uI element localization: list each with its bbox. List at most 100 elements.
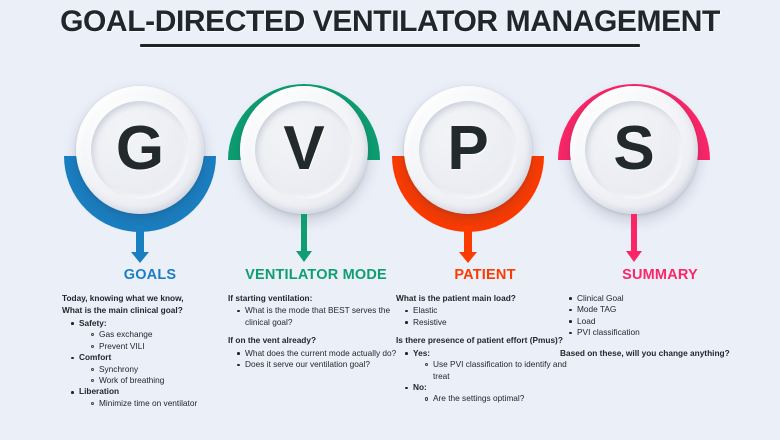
list-item: Safety: Gas exchange Prevent VILI <box>71 318 238 352</box>
goals-sub-label: Work of breathing <box>99 375 165 385</box>
disc-inner-face: P <box>419 101 517 199</box>
patient-item-label: No: <box>413 382 427 392</box>
list-item: Resistive <box>405 317 574 328</box>
list-item: What is the mode that BEST serves the cl… <box>237 305 404 328</box>
summary-bullet: Mode TAG <box>577 304 617 315</box>
goals-sublist: Gas exchange Prevent VILI <box>79 329 238 352</box>
list-item: Use PVI classification to identify and t… <box>425 359 574 382</box>
badge-summary[interactable]: S <box>546 80 722 270</box>
arrow-down-icon-summary <box>626 214 642 262</box>
goals-sub-label: Synchrony <box>99 363 139 374</box>
column-body-summary: Clinical Goal Mode TAG Load PVI classifi… <box>560 293 760 359</box>
badge-ventilator-mode[interactable]: V <box>216 80 392 270</box>
disc-outer-ring: V <box>240 86 368 214</box>
goals-sub-label: Minimize time on ventilator <box>99 397 198 408</box>
disc-summary: S <box>570 86 698 214</box>
column-body-patient: What is the patient main load? Elastic R… <box>396 293 574 405</box>
column-heading-summary: SUMMARY <box>622 267 698 283</box>
summary-closing-question: Based on these, will you change anything… <box>560 347 730 358</box>
columns-row: GOALS Today, knowing what we know, What … <box>0 267 780 440</box>
disc-outer-ring: P <box>404 86 532 214</box>
arc-goals <box>64 156 216 232</box>
patient-sub-label: Are the settings optimal? <box>433 393 525 404</box>
summary-bullet: Load <box>577 315 596 326</box>
badge-patient[interactable]: P <box>380 80 556 270</box>
vent-lead-line-1: If starting ventilation: <box>228 292 313 303</box>
column-heading-ventilator-mode: VENTILATOR MODE <box>245 267 387 283</box>
list-item: Mode TAG <box>569 304 760 315</box>
vent-lead-line-2: If on the vent already? <box>228 335 317 346</box>
summary-list: Clinical Goal Mode TAG Load PVI classifi… <box>560 293 760 339</box>
badge-letter-p: P <box>447 113 489 183</box>
arrow-down-icon-goals <box>131 226 149 263</box>
badge-goals[interactable]: G <box>52 80 228 270</box>
goals-lead-line-2: What is the main clinical goal? <box>62 305 183 316</box>
column-goals: GOALS Today, knowing what we know, What … <box>62 267 238 440</box>
patient-bullet: Elastic <box>413 305 438 316</box>
summary-bullet: PVI classification <box>577 327 640 338</box>
arc-patient <box>392 156 544 232</box>
goals-item-label: Comfort <box>79 352 112 363</box>
list-item: Comfort Synchrony Work of breathing <box>71 352 238 386</box>
vent-bullet: What does the current mode actually do? <box>245 347 397 358</box>
disc-outer-ring: G <box>76 86 204 214</box>
list-item: Are the settings optimal? <box>425 393 574 404</box>
disc-inner-face: G <box>91 101 189 199</box>
patient-sublist: Use PVI classification to identify and t… <box>413 359 574 382</box>
badge-row: G V P <box>0 80 780 270</box>
column-patient: PATIENT What is the patient main load? E… <box>396 267 574 440</box>
list-item: Work of breathing <box>91 375 238 386</box>
vent-list-already: What does the current mode actually do? … <box>228 348 404 371</box>
list-item: Clinical Goal <box>569 293 760 304</box>
column-body-ventilator-mode: If starting ventilation: What is the mod… <box>228 293 404 371</box>
list-item: Prevent VILI <box>91 341 238 352</box>
patient-load-list: Elastic Resistive <box>396 305 574 328</box>
list-item: Minimize time on ventilator <box>91 398 238 409</box>
patient-effort-list: Yes: Use PVI classification to identify … <box>396 348 574 405</box>
disc-outer-ring: S <box>570 86 698 214</box>
vent-bullet: What is the mode that BEST serves the cl… <box>245 305 391 327</box>
goals-item-label: Safety: <box>79 317 107 328</box>
vent-bullet: Does it serve our ventilation goal? <box>245 359 370 370</box>
column-ventilator-mode: VENTILATOR MODE If starting ventilation:… <box>228 267 404 440</box>
goals-item-label: Liberation <box>79 386 120 397</box>
list-item: Gas exchange <box>91 329 238 340</box>
list-item: Elastic <box>405 305 574 316</box>
goals-sublist: Synchrony Work of breathing <box>79 364 238 387</box>
patient-lead-line-2: Is there presence of patient effort (Pmu… <box>396 335 563 346</box>
patient-sublist: Are the settings optimal? <box>413 393 574 404</box>
column-body-goals: Today, knowing what we know, What is the… <box>62 293 238 409</box>
list-item: Synchrony <box>91 364 238 375</box>
column-summary: SUMMARY Clinical Goal Mode TAG Load PVI … <box>560 267 760 440</box>
vent-list-starting: What is the mode that BEST serves the cl… <box>228 305 404 328</box>
arrow-down-icon-ventilator-mode <box>296 214 312 262</box>
summary-bullet: Clinical Goal <box>577 292 624 303</box>
patient-lead-line-1: What is the patient main load? <box>396 292 516 303</box>
goals-sublist: Minimize time on ventilator <box>79 398 238 409</box>
goals-sub-label: Gas exchange <box>99 329 153 340</box>
disc-inner-face: V <box>255 101 353 199</box>
list-item: Load <box>569 316 760 327</box>
arrow-down-icon-patient <box>459 226 477 263</box>
list-item: Yes: Use PVI classification to identify … <box>405 348 574 382</box>
patient-bullet: Resistive <box>413 316 447 327</box>
column-heading-goals: GOALS <box>123 267 177 283</box>
list-item: No: Are the settings optimal? <box>405 382 574 405</box>
goals-list: Safety: Gas exchange Prevent VILI Comfor… <box>62 318 238 410</box>
list-item: Liberation Minimize time on ventilator <box>71 386 238 409</box>
list-item: Does it serve our ventilation goal? <box>237 359 404 370</box>
disc-patient: P <box>404 86 532 214</box>
patient-item-label: Yes: <box>413 347 431 358</box>
badge-letter-v: V <box>283 113 325 183</box>
disc-ventilator-mode: V <box>240 86 368 214</box>
column-heading-patient: PATIENT <box>454 267 516 283</box>
disc-goals: G <box>76 86 204 214</box>
goals-sub-label: Prevent VILI <box>99 340 145 351</box>
goals-lead-line-1: Today, knowing what we know, <box>62 292 184 303</box>
disc-inner-face: S <box>585 101 683 199</box>
badge-letter-g: G <box>115 113 165 183</box>
badge-letter-s: S <box>613 113 655 183</box>
patient-sub-label: Use PVI classification to identify and t… <box>433 359 567 381</box>
page-title: GOAL-DIRECTED VENTILATOR MANAGEMENT <box>60 5 720 38</box>
